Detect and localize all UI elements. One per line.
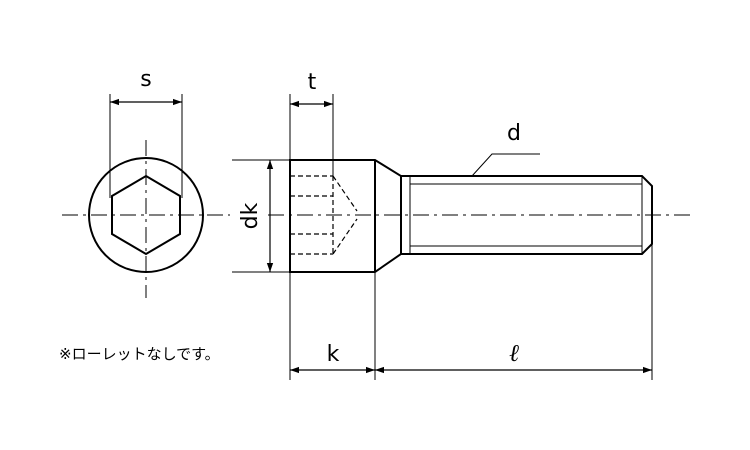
- hidden-socket-lines: [290, 175, 358, 255]
- label-t: t: [308, 70, 317, 95]
- label-d: d: [507, 121, 521, 146]
- label-l: ℓ: [509, 339, 519, 367]
- label-k: k: [327, 342, 340, 367]
- side-view: [232, 94, 694, 380]
- head-circle: [88, 157, 204, 273]
- hex-socket: [111, 174, 181, 256]
- no-knurl-note: ※ローレットなしです。: [59, 345, 220, 363]
- end-view: [62, 94, 230, 298]
- d-leader-line: [471, 153, 540, 177]
- label-dk: dk: [238, 202, 263, 229]
- label-s: s: [140, 67, 151, 92]
- screw-head-outline: [289, 159, 402, 273]
- shank-outline: [401, 175, 653, 255]
